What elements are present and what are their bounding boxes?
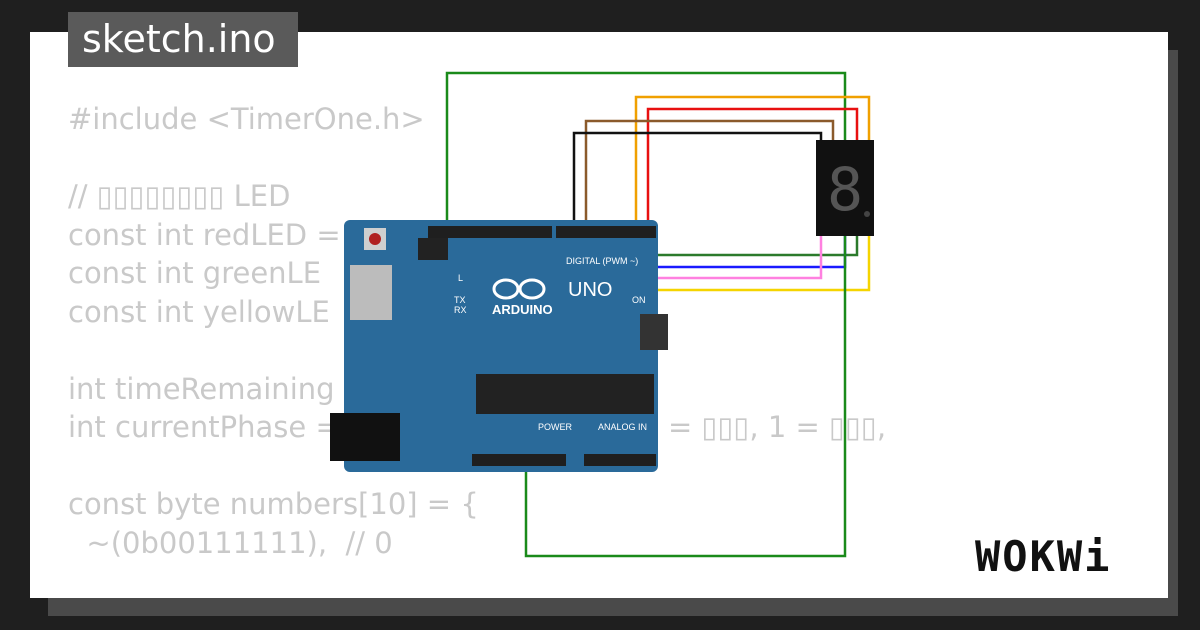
led-tx-label: TX	[454, 295, 466, 305]
led-l-label: L	[458, 273, 463, 283]
code-line: int timeRemaining	[68, 371, 335, 406]
icsp-header-right	[640, 314, 668, 350]
icsp-header-top	[418, 238, 448, 260]
code-line: ~(0b00111111), // 0	[68, 525, 393, 560]
code-background: #include <TimerOne.h> // ▯▯▯▯▯▯▯▯ LED cons…	[68, 100, 479, 562]
code-line: const int greenLE	[68, 256, 322, 290]
code-overflow-fragment: = ▯▯▯, 1 = ▯▯▯,	[668, 410, 887, 444]
arduino-logo-icon	[492, 278, 546, 300]
digital-header-label: DIGITAL (PWM ~)	[566, 256, 638, 266]
reset-button-cap	[369, 233, 381, 245]
code-line: const byte numbers[10] = {	[68, 487, 479, 521]
header-digital-right	[556, 226, 656, 238]
wokwi-logo: WOKWi	[975, 532, 1112, 581]
digit-readout: 8	[827, 155, 863, 225]
code-line: // ▯▯▯▯▯▯▯▯ LED	[68, 179, 291, 213]
code-line: #include <TimerOne.h>	[68, 102, 425, 136]
wire-black[interactable]	[572, 131, 823, 228]
analog-header-label: ANALOG IN	[598, 422, 647, 432]
decimal-point	[864, 211, 870, 217]
header-digital-left	[428, 226, 552, 238]
power-header-label: POWER	[538, 422, 573, 432]
power-jack	[330, 413, 400, 461]
wire-brown[interactable]	[584, 119, 835, 228]
led-on-label: ON	[632, 295, 646, 305]
arduino-uno-board[interactable]: DIGITAL (PWM ~) POWER ANALOG IN ARDUINO …	[330, 220, 668, 472]
wire-ground[interactable]	[524, 232, 847, 558]
led-rx-label: RX	[454, 305, 467, 315]
code-line: const int redLED =	[68, 217, 341, 252]
model-label: UNO	[568, 279, 612, 301]
brand-label: ARDUINO	[492, 302, 553, 317]
wire-orange[interactable]	[634, 95, 871, 228]
usb-port	[350, 265, 392, 320]
seven-segment-display[interactable]: 8	[816, 140, 874, 236]
atmega-chip	[476, 374, 654, 414]
header-power	[472, 454, 566, 466]
file-name-tab[interactable]: sketch.ino	[68, 12, 298, 67]
wire-red[interactable]	[646, 107, 859, 228]
header-analog	[584, 454, 656, 466]
code-line: const int yellowLE	[68, 294, 330, 329]
